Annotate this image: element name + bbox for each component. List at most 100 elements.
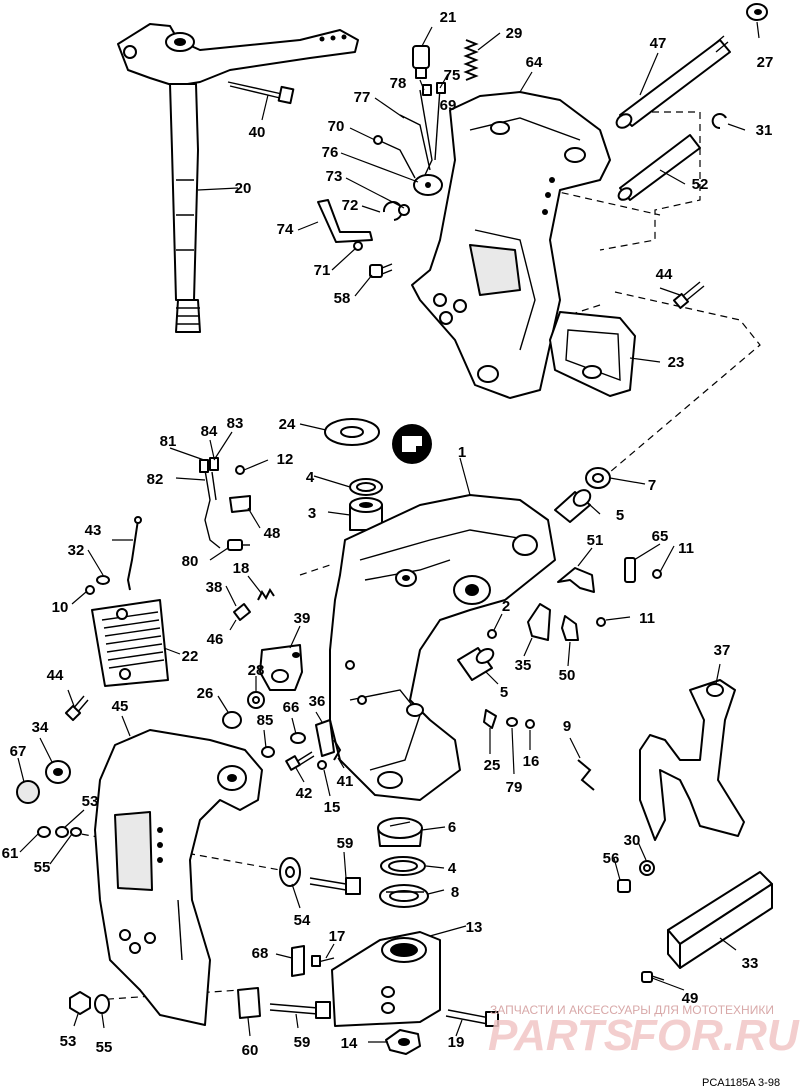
cover-22	[91, 599, 169, 687]
part-label: 14	[341, 1035, 358, 1052]
tilt-lock-39	[259, 644, 303, 691]
part-label: 59	[294, 1034, 311, 1051]
bolt-59-lower	[269, 1001, 331, 1019]
part-label: 65	[652, 528, 669, 545]
part-label: 31	[756, 122, 773, 139]
part-label: 16	[523, 753, 540, 770]
watermark: ЗАПЧАСТИ И АКСЕССУАРЫ ДЛЯ МОТОТЕХНИКИ PA…	[488, 1003, 800, 1060]
part-label: 37	[714, 642, 731, 659]
nut-28	[247, 691, 265, 709]
clamp-13	[331, 931, 441, 1027]
part-label: 35	[515, 657, 532, 674]
plate-68	[291, 945, 305, 977]
part-label: 53	[82, 793, 99, 810]
nut-14	[385, 1029, 421, 1055]
part-label: 74	[277, 221, 294, 238]
nut-53-lower	[69, 991, 91, 1015]
spring-29	[463, 39, 479, 81]
part-label: 67	[10, 743, 27, 760]
pin-46	[233, 603, 251, 621]
bushing-5-upper	[554, 489, 592, 523]
part-label: 46	[207, 631, 224, 648]
part-label: 3	[308, 505, 316, 522]
part-label: 72	[342, 197, 359, 214]
part-label: 71	[314, 262, 331, 279]
screw-11	[596, 569, 662, 627]
tilt-lever-37	[639, 679, 745, 841]
washer-55-lower	[94, 994, 110, 1014]
part-label: 56	[603, 850, 620, 867]
cam-35	[527, 603, 551, 641]
watermark-caption: ЗАПЧАСТИ И АКСЕССУАРЫ ДЛЯ МОТОТЕХНИКИ	[490, 1003, 774, 1017]
part-label: 18	[233, 560, 250, 577]
bolt-44-upper	[672, 281, 705, 310]
part-label: 73	[326, 168, 343, 185]
part-label: 41	[337, 773, 354, 790]
part-label: 58	[334, 290, 351, 307]
pin-15	[317, 760, 327, 770]
bushing-3	[349, 497, 383, 531]
part-label: 6	[448, 819, 456, 836]
washer-53-55-61	[37, 826, 82, 838]
bolt-44-lower	[64, 695, 89, 722]
bolt-19	[445, 1009, 499, 1027]
part-label: 4	[306, 469, 315, 486]
screw-10	[85, 585, 95, 595]
clip-51	[557, 567, 595, 593]
stern-bracket-1	[329, 494, 556, 801]
ring-31	[711, 113, 727, 130]
leader-lines	[17, 21, 760, 1043]
part-label: 23	[668, 354, 685, 371]
screw-17	[311, 955, 335, 967]
part-label: 59	[337, 835, 354, 852]
plate-60	[237, 987, 261, 1019]
bushing-4-lower	[380, 856, 426, 876]
cap-67	[16, 780, 40, 804]
screw-49	[641, 971, 665, 983]
part-label: 21	[440, 9, 457, 26]
part-label: 52	[692, 176, 709, 193]
cap-nut-27	[746, 3, 768, 21]
part-label: 19	[448, 1034, 465, 1051]
part-label: 12	[277, 451, 294, 468]
part-label: 85	[257, 712, 274, 729]
part-label: 22	[182, 648, 199, 665]
part-label: 49	[682, 990, 699, 1007]
part-label: 38	[206, 579, 223, 596]
part-label: 40	[249, 124, 266, 141]
part-label: 13	[466, 919, 483, 936]
part-label: 1	[458, 444, 466, 461]
part-label: 81	[160, 433, 177, 450]
cap-26	[222, 711, 242, 729]
part-label: 76	[322, 144, 339, 161]
trim-spring-43	[126, 516, 142, 591]
nut-30	[639, 860, 655, 876]
clip-72	[382, 201, 410, 221]
spring-18	[257, 588, 275, 601]
part-label: 5	[500, 684, 508, 701]
part-label: 84	[201, 423, 218, 440]
clip-25-79-16	[483, 709, 535, 729]
part-label: 2	[502, 598, 510, 615]
part-label: 7	[648, 477, 656, 494]
pad-33	[667, 871, 773, 969]
part-label: 79	[506, 779, 523, 796]
washer-54	[279, 857, 301, 887]
washer-7	[585, 467, 611, 489]
part-label: 82	[147, 471, 164, 488]
part-label: 55	[34, 859, 51, 876]
plate-23	[549, 311, 636, 397]
switch-76	[373, 135, 443, 196]
part-label: 26	[197, 685, 214, 702]
part-label: 24	[279, 416, 296, 433]
part-label: 61	[2, 845, 19, 862]
part-label: 25	[484, 757, 501, 774]
spring-65	[624, 557, 636, 583]
part-label: 55	[96, 1039, 113, 1056]
part-label: 4	[448, 860, 457, 877]
plug-21	[412, 45, 430, 79]
part-label: 15	[324, 799, 341, 816]
washer-66	[290, 732, 306, 744]
part-label: 47	[650, 35, 667, 52]
